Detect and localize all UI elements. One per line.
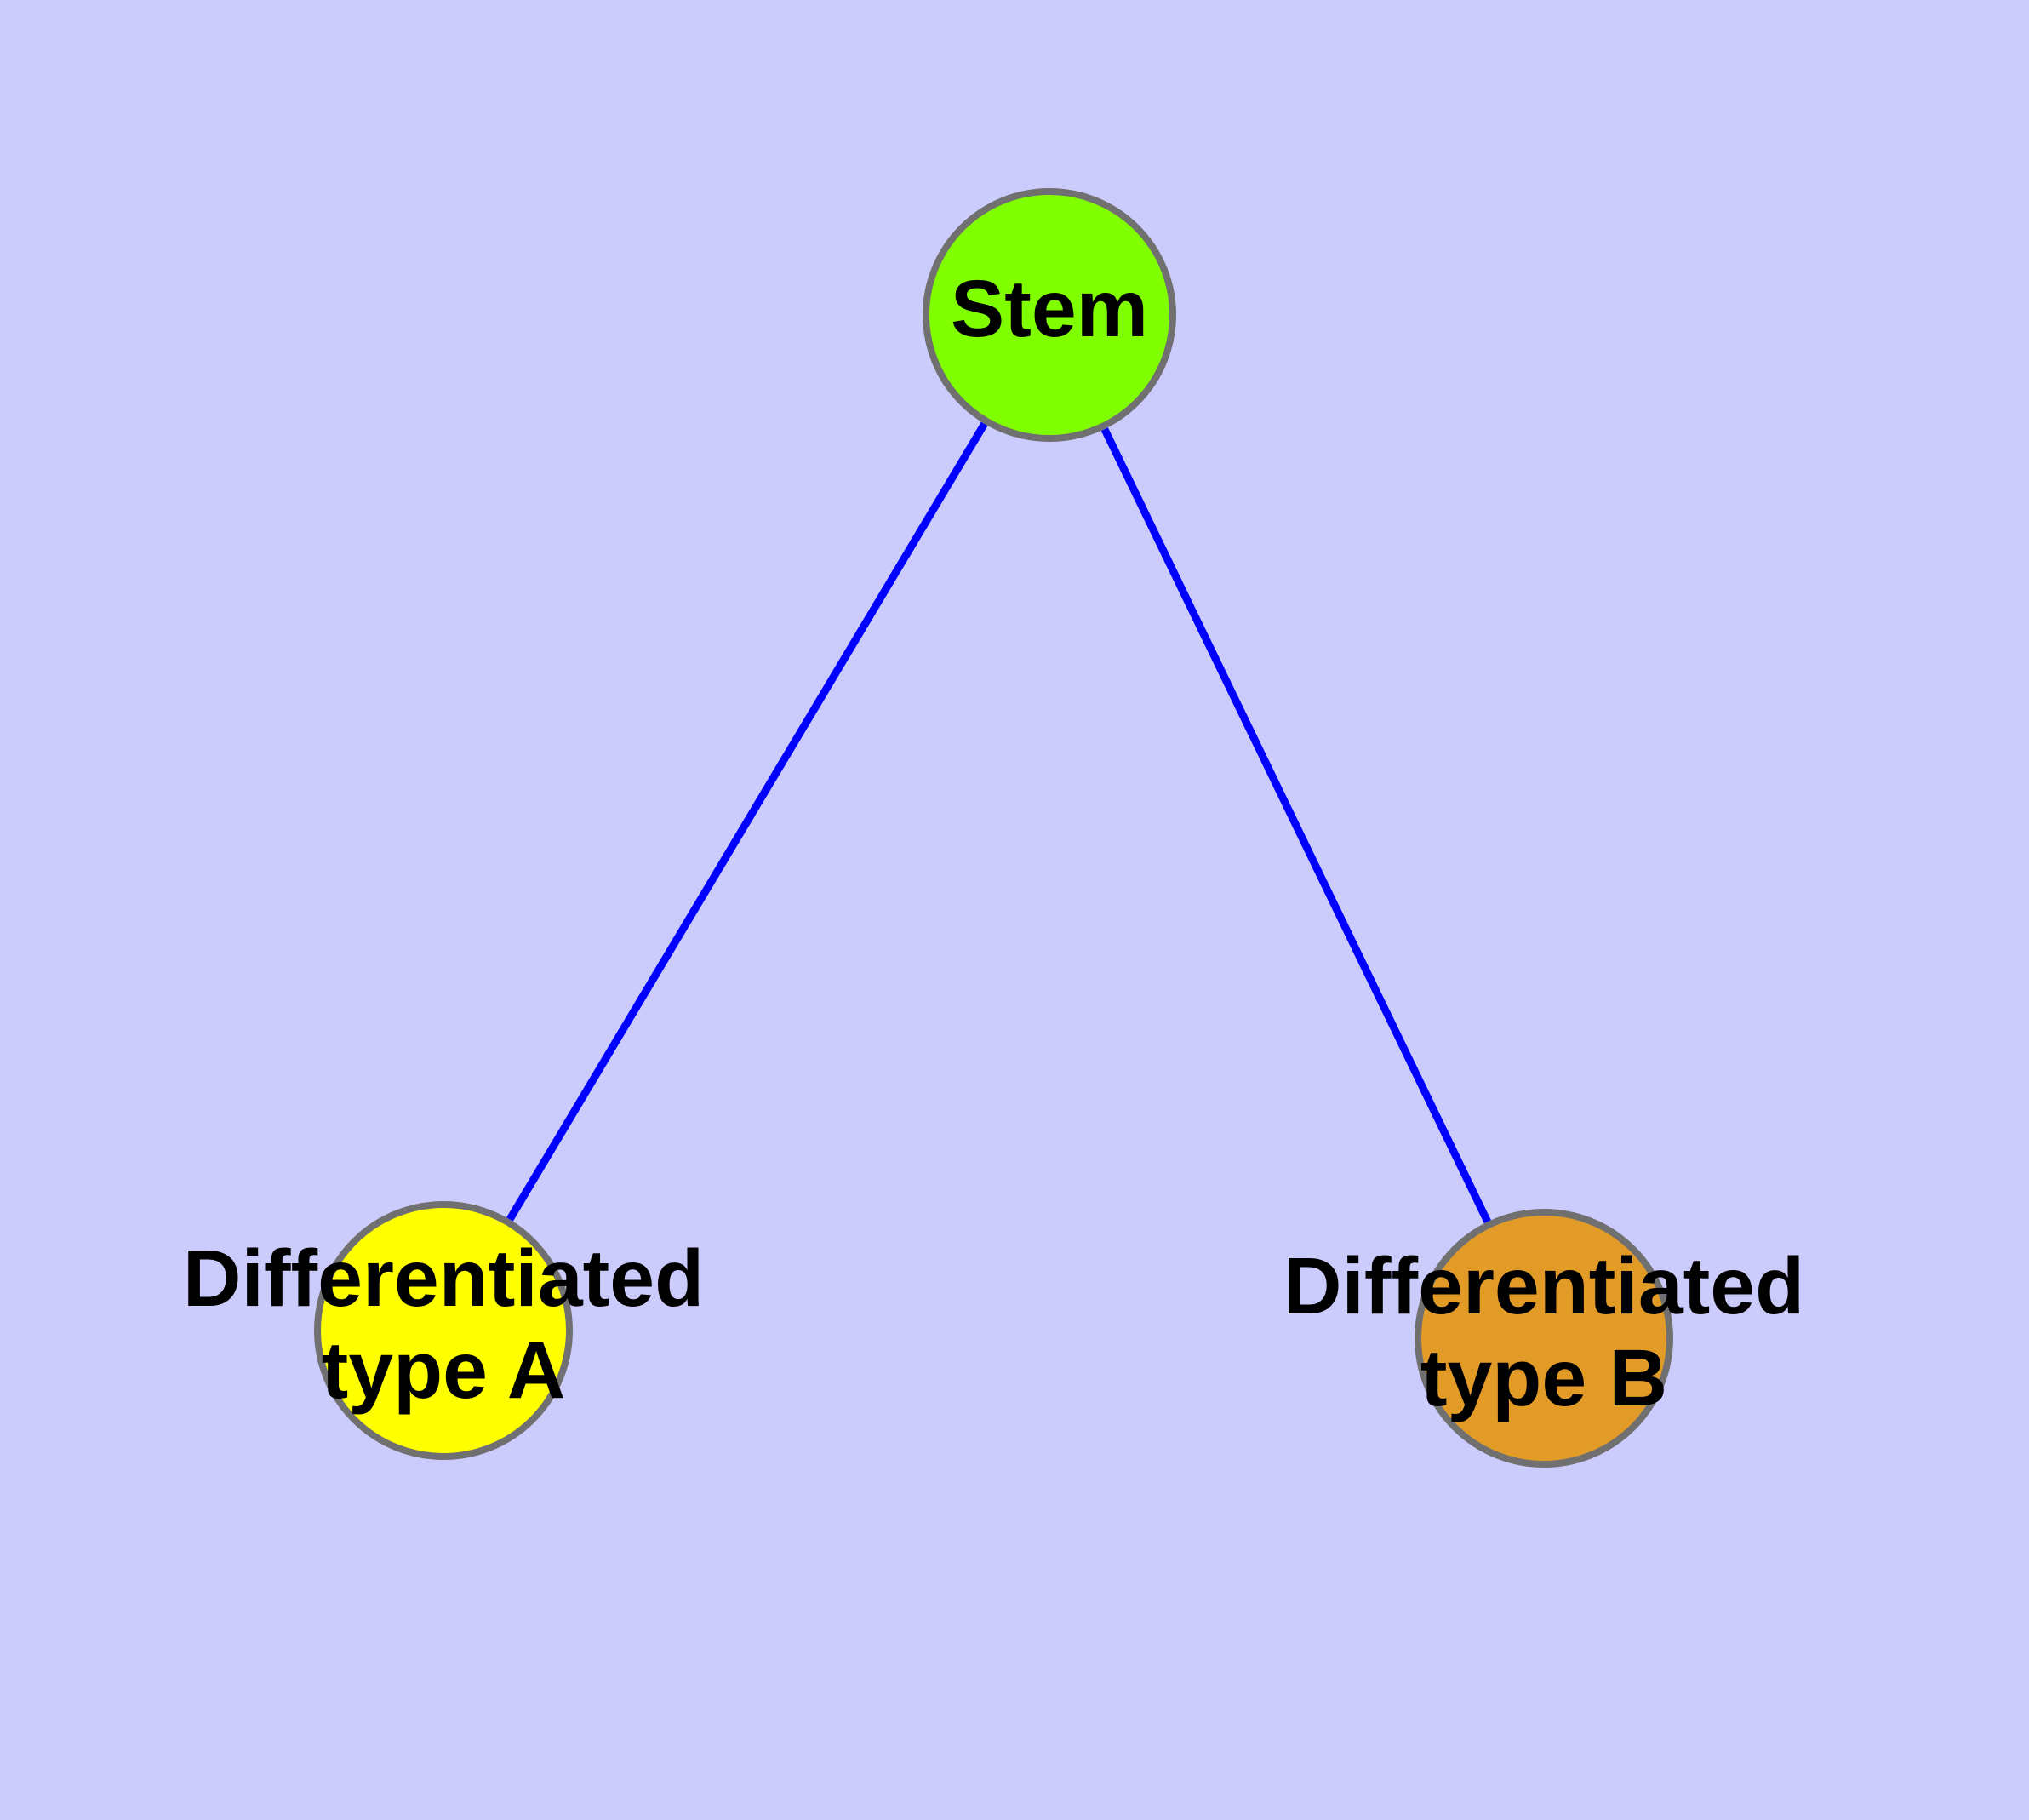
graph-node-stem[interactable]: Stem	[923, 188, 1176, 442]
node-label-line: Differentiated	[183, 1233, 704, 1324]
edges-group	[506, 421, 1491, 1224]
graph-edge-stem-diff_b	[1100, 427, 1491, 1224]
node-label-line: type A	[322, 1325, 566, 1416]
node-label-line: Differentiated	[1283, 1241, 1804, 1331]
node-circle-diff_a[interactable]	[314, 1201, 573, 1460]
graph-edge-stem-diff_a	[506, 421, 988, 1222]
node-circle-stem[interactable]	[923, 188, 1176, 442]
node-label-stem: Stem	[951, 264, 1148, 354]
node-circle-diff_b[interactable]	[1415, 1209, 1673, 1468]
node-label-line: type B	[1420, 1333, 1667, 1423]
node-label-line: Stem	[951, 264, 1148, 354]
